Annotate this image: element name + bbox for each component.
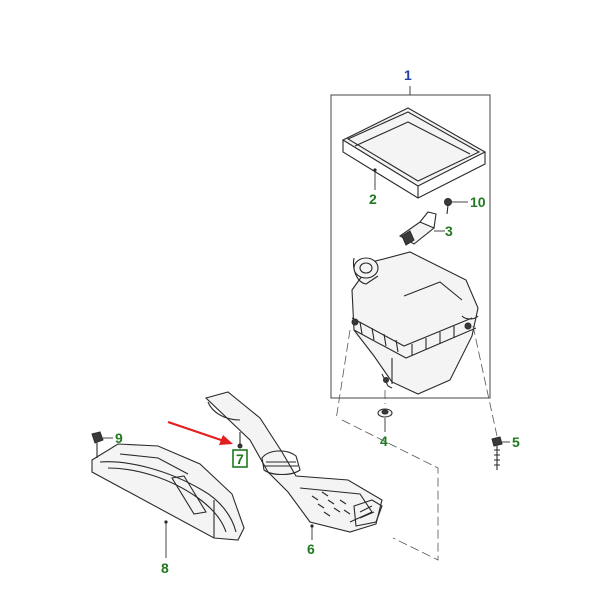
callout-5: 5 bbox=[512, 434, 520, 450]
air-deflector bbox=[91, 443, 245, 541]
callout-2: 2 bbox=[369, 191, 377, 207]
pointer-arrow bbox=[167, 420, 233, 445]
bolt-5 bbox=[491, 436, 503, 470]
air-filter-element bbox=[341, 107, 487, 199]
highlight-box bbox=[232, 449, 248, 468]
air-intake-duct bbox=[204, 391, 383, 533]
bolt-9 bbox=[91, 431, 104, 458]
callout-1: 1 bbox=[404, 67, 412, 83]
callout-9: 9 bbox=[115, 430, 123, 446]
callout-4: 4 bbox=[380, 433, 388, 449]
callout-7: 7 bbox=[236, 451, 244, 467]
grommet-4 bbox=[377, 408, 393, 418]
assembly-frame bbox=[330, 94, 491, 399]
air-cleaner-housing bbox=[351, 251, 479, 395]
callout-6: 6 bbox=[307, 541, 315, 557]
callout-10: 10 bbox=[470, 194, 486, 210]
callout-8: 8 bbox=[161, 560, 169, 576]
callout-3: 3 bbox=[445, 223, 453, 239]
clip-7 bbox=[237, 432, 243, 449]
maf-sensor bbox=[398, 211, 437, 246]
bolt-10 bbox=[444, 198, 452, 215]
